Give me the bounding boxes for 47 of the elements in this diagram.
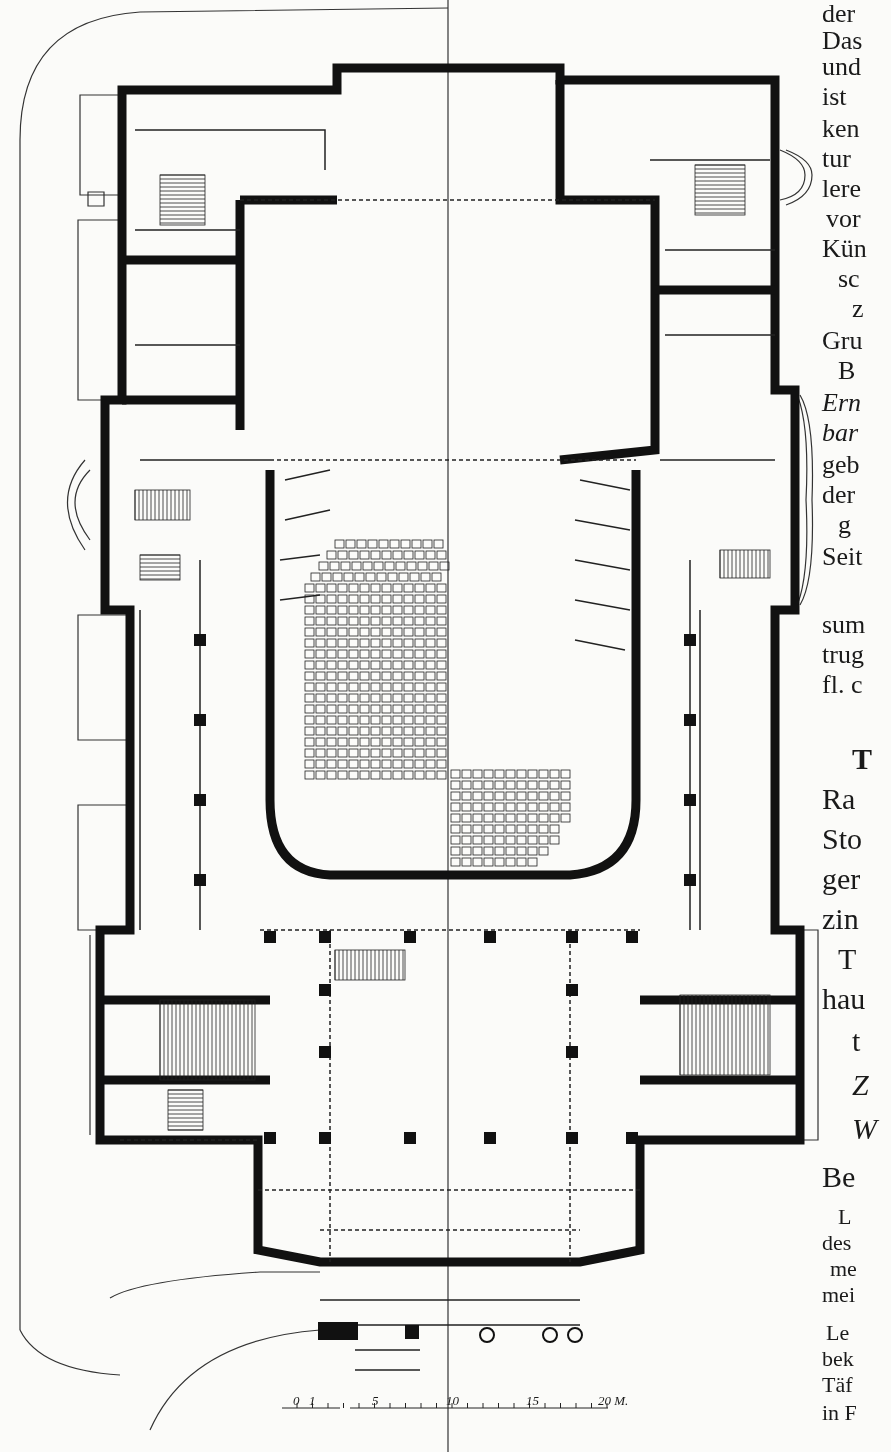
page-text-fragment: T — [852, 744, 872, 774]
page-text-fragment: B — [838, 358, 856, 384]
page-text-fragment: in F — [822, 1402, 857, 1424]
page-text-fragment: vor — [826, 206, 861, 232]
page-text-fragment: ken — [822, 116, 860, 142]
page-text-fragment: Ern — [822, 390, 861, 416]
page-text-fragment: Kün — [822, 236, 867, 262]
page-text-fragment: fl. c — [822, 672, 863, 698]
page-text-fragment: T — [838, 944, 857, 974]
page-text-fragment: der — [822, 482, 856, 508]
page-text-fragment: Z — [852, 1070, 869, 1100]
page-text-fragment: bar — [822, 420, 859, 446]
scale-label: 10 — [446, 1394, 459, 1407]
scale-label: 1 — [309, 1394, 316, 1407]
page-text-fragment: Das — [822, 28, 863, 54]
page-text-fragment: sum — [822, 612, 866, 638]
page-text-fragment: Täf — [822, 1374, 853, 1396]
page-text-fragment: der — [822, 1, 856, 27]
page-text-fragment: lere — [822, 176, 861, 202]
page-text-fragment: W — [852, 1114, 877, 1144]
page-text-fragment: geb — [822, 452, 860, 478]
scale-label: 5 — [372, 1394, 379, 1407]
page-text-fragment: Gru — [822, 328, 863, 354]
page-text-fragment: und — [822, 54, 861, 80]
page-text-fragment: sc — [838, 266, 860, 292]
page-text-fragment: Le — [826, 1322, 850, 1344]
page-text-fragment: Sto — [822, 824, 863, 854]
scale-label: 20 M. — [598, 1394, 629, 1407]
page-text-fragment: g — [838, 512, 851, 538]
page-text-fragment: L — [838, 1206, 852, 1228]
page-text-fragment: t — [852, 1026, 861, 1056]
scale-label: 0 — [293, 1394, 300, 1407]
page-text-fragment: Ra — [822, 784, 856, 814]
page-text-fragment: trug — [822, 642, 864, 668]
page-text-fragment: mei — [822, 1284, 855, 1306]
page-text-fragment: Seit — [822, 544, 863, 570]
page-text-fragment: me — [830, 1258, 857, 1280]
page-text-fragment: tur — [822, 146, 851, 172]
page-text-fragment: hau — [822, 984, 866, 1014]
page-text-fragment: bek — [822, 1348, 854, 1370]
page-text-fragment: ist — [822, 84, 847, 110]
page-text-fragment: zin — [822, 904, 859, 934]
page-text-fragment: des — [822, 1232, 852, 1254]
page-text-fragment: Be — [822, 1162, 856, 1192]
scale-label: 15 — [526, 1394, 539, 1407]
page-text-fragment: ger — [822, 864, 861, 894]
page-text-fragment: z — [852, 296, 864, 322]
